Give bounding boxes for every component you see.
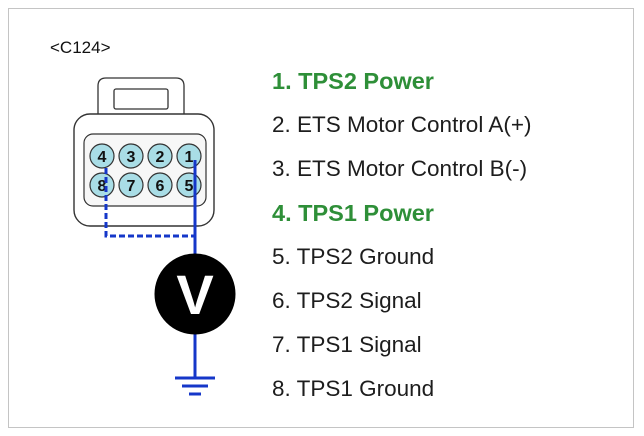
pin-number-label: 5 — [185, 178, 194, 195]
connector-id-label: <C124> — [50, 38, 111, 57]
pin-number-label: 3 — [127, 149, 136, 166]
pin-description-list: 1. TPS2 Power 2. ETS Motor Control A(+) 3.… — [272, 64, 531, 416]
pin-7 — [118, 172, 144, 198]
pin-number-label: 7 — [127, 178, 136, 195]
pin-3 — [118, 143, 144, 169]
voltmeter-symbol: V — [176, 263, 213, 326]
ground-icon — [175, 376, 215, 396]
pin-number-label: 6 — [156, 178, 165, 195]
connector-face — [83, 133, 207, 207]
pin-description-item: 7. TPS1 Signal — [272, 332, 422, 357]
pin-description-item: 2. ETS Motor Control A(+) — [272, 112, 532, 137]
probe-wires — [104, 160, 197, 377]
pin-number-label: 8 — [98, 178, 107, 195]
pin-4 — [89, 143, 115, 169]
pin-description-item: 5. TPS2 Ground — [272, 244, 435, 269]
probe-wire-pin4 — [104, 168, 195, 238]
pin-number-label: 4 — [98, 149, 107, 166]
pin-description-item: 4. TPS1 Power — [272, 200, 434, 226]
pin-6 — [147, 172, 173, 198]
voltmeter-body — [154, 253, 236, 335]
pin-description-item: 1. TPS2 Power — [272, 68, 434, 94]
pin-2 — [147, 143, 173, 169]
pin-8 — [89, 172, 115, 198]
voltmeter: V — [154, 253, 236, 335]
pin-number-label: 1 — [185, 149, 194, 166]
pin-description-item: 3. ETS Motor Control B(-) — [272, 156, 528, 181]
connector-latch-slot — [113, 88, 169, 110]
pin-number-label: 2 — [156, 149, 165, 166]
pin-description-item: 6. TPS2 Signal — [272, 288, 422, 313]
connector-pins: 4 3 2 1 8 7 6 5 — [89, 143, 202, 198]
pin-description-item: 8. TPS1 Ground — [272, 376, 435, 401]
